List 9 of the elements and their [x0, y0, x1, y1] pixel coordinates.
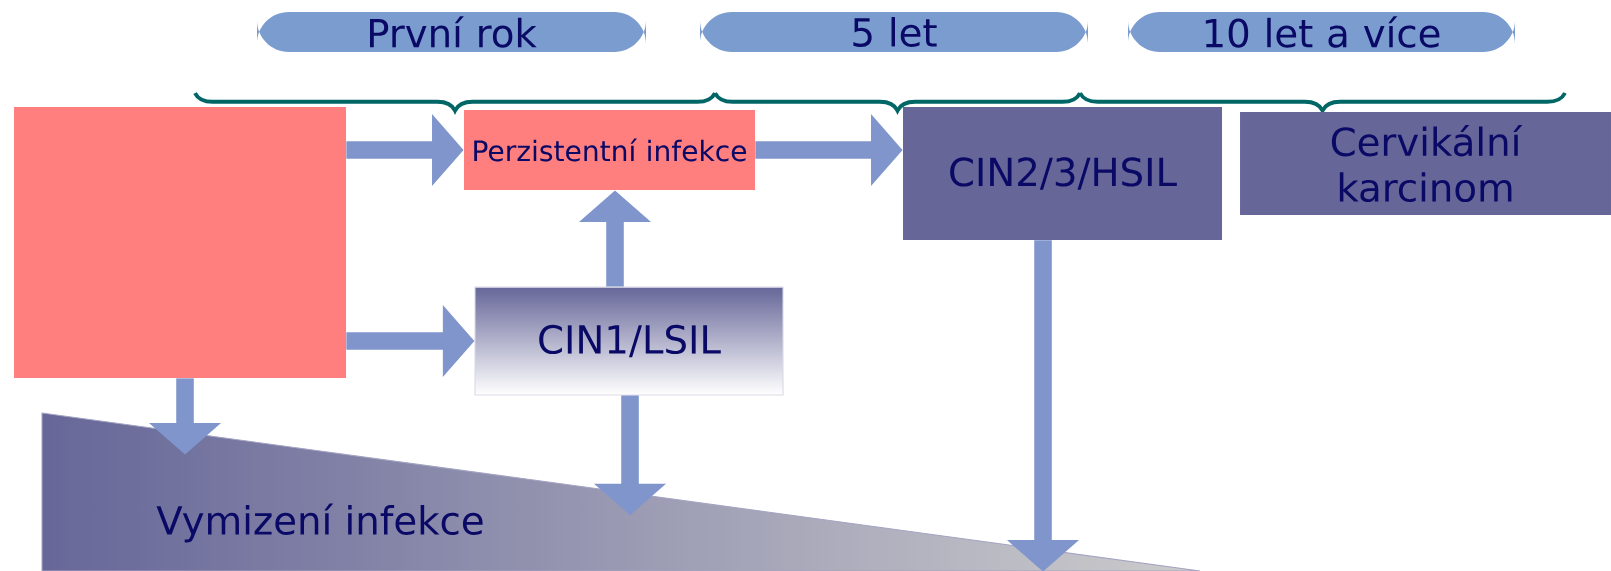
state-box — [14, 107, 346, 378]
time-label: 5 let — [700, 12, 1088, 52]
state-box: Perzistentní infekce — [464, 110, 755, 190]
state-box: Cervikální karcinom — [1240, 112, 1611, 215]
state-box: CIN1/LSIL — [474, 286, 784, 396]
time-label: První rok — [257, 12, 646, 52]
state-box: CIN2/3/HSIL — [903, 107, 1222, 240]
outcome-wedge: Vymizení infekce — [41, 412, 1201, 571]
time-label: 10 let a více — [1128, 12, 1515, 52]
